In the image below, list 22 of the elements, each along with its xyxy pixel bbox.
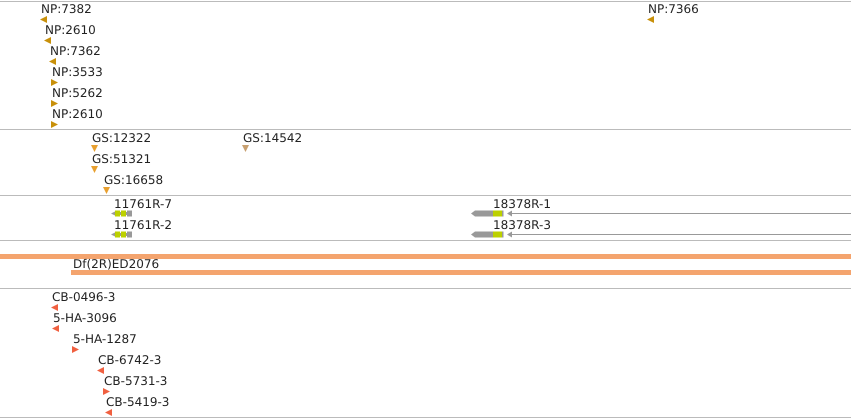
feature-label: NP:2610 <box>45 23 96 37</box>
feature-label: GS:16658 <box>104 173 164 187</box>
feature-label: CB-6742-3 <box>98 353 162 367</box>
feature-label: 11761R-2 <box>114 218 172 232</box>
feature-label: CB-0496-3 <box>52 290 116 304</box>
feature-label: GS:51321 <box>92 152 152 166</box>
feature-label: CB-5731-3 <box>104 374 168 388</box>
feature-label: NP:3533 <box>52 65 103 79</box>
feature-label: CB-5419-3 <box>106 395 170 409</box>
feature-label: GS:14542 <box>243 131 302 145</box>
feature-label: 5-HA-3096 <box>53 311 117 325</box>
feature-label: Df(2R)ED2076 <box>73 257 160 271</box>
feature-label: 5-HA-1287 <box>73 332 137 346</box>
feature-label: 18378R-1 <box>493 197 551 211</box>
feature-label: GS:12322 <box>92 131 152 145</box>
feature-label: NP:7366 <box>648 2 699 16</box>
feature-label: 18378R-3 <box>493 218 551 232</box>
feature-label: NP:5262 <box>52 86 103 100</box>
feature-label: NP:7362 <box>50 44 101 58</box>
feature-label: NP:2610 <box>52 107 103 121</box>
feature-label: 11761R-7 <box>114 197 172 211</box>
feature-label: NP:7382 <box>41 2 92 16</box>
